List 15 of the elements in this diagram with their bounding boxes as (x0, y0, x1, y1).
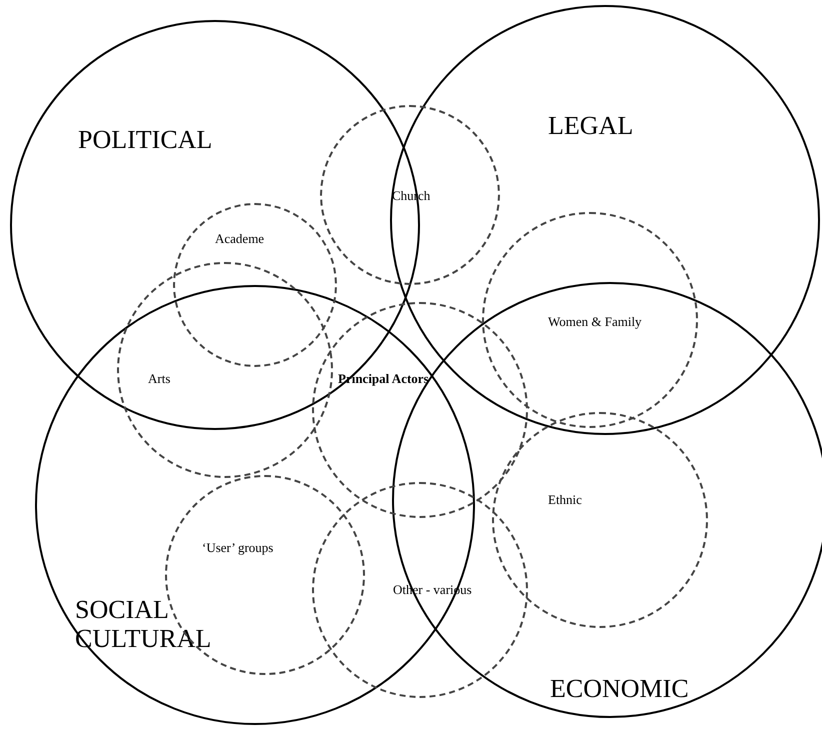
dashed-circle (117, 262, 333, 478)
group-label: ‘User’ groups (202, 541, 274, 556)
group-label: Ethnic (548, 493, 582, 508)
dashed-circle (312, 482, 528, 698)
dashed-circle (312, 302, 528, 518)
domain-circle (35, 285, 475, 725)
group-label: Arts (148, 372, 170, 386)
group-label: Academe (215, 232, 264, 246)
domain-circle (390, 5, 820, 435)
domain-label: POLITICAL (78, 126, 212, 155)
domain-label: ECONOMIC (550, 675, 689, 704)
domain-circle (392, 282, 822, 718)
dashed-circle (320, 105, 500, 285)
group-label: Women & Family (548, 315, 642, 330)
domain-label: LEGAL (548, 112, 634, 141)
